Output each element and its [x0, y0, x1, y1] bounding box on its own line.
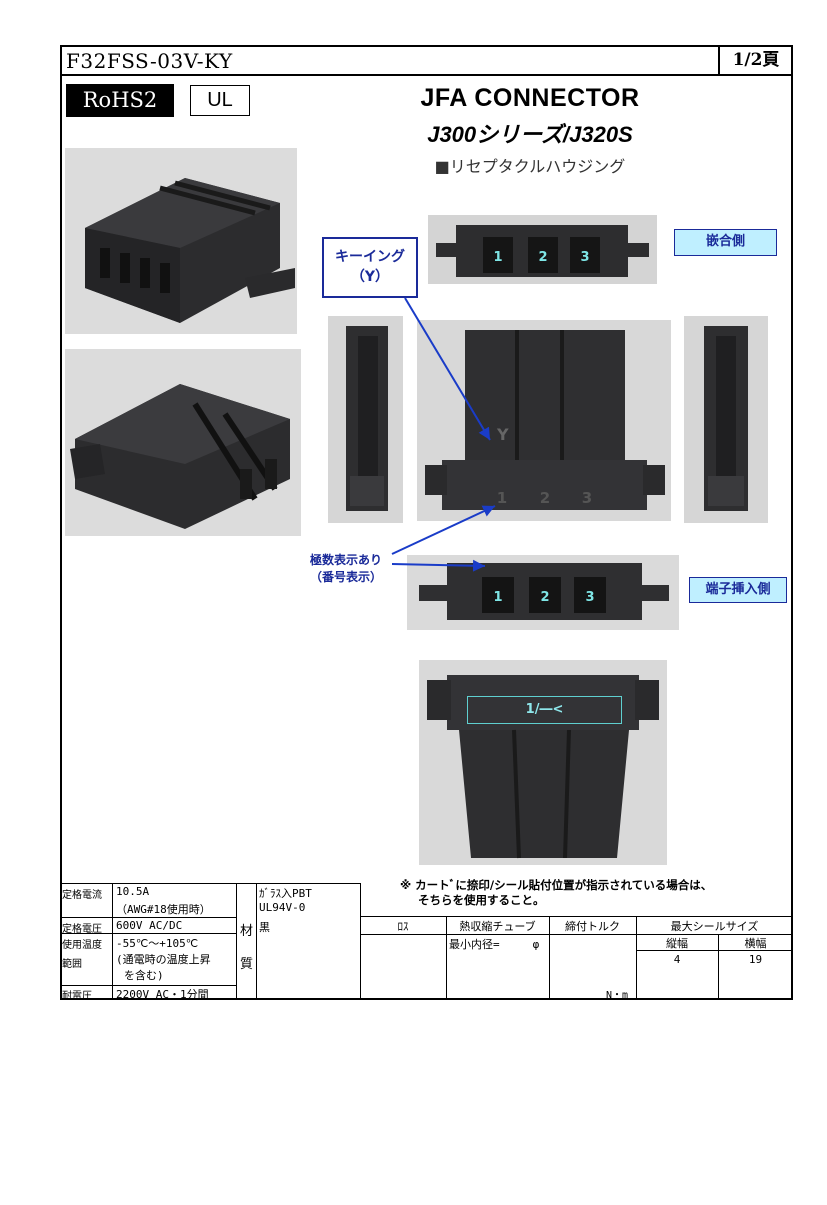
- seal-width-value: 19: [748, 953, 763, 966]
- mating-side-label: 嵌合側: [674, 229, 777, 256]
- seal-height-header: 縦幅: [666, 937, 688, 950]
- document-frame: [60, 45, 793, 1000]
- spec-table: 定格電流 10.5A （AWG#18使用時） 定格電圧 600V AC/DC 使…: [60, 883, 361, 1002]
- front-pin-3: 3: [582, 489, 592, 507]
- term-pin-2: 2: [540, 590, 549, 605]
- material-value-2: UL94V-0: [259, 901, 306, 914]
- rated-current-label: 定格電流: [62, 890, 102, 901]
- rated-current-value: 10.5A: [116, 885, 150, 898]
- rated-current-sub: （AWG#18使用時）: [116, 903, 211, 916]
- pole-display-label: 極数表示あり: [309, 553, 382, 567]
- torque-header: 締付トルク: [565, 920, 620, 933]
- tube-value: 最小内径= φ: [449, 938, 540, 951]
- svg-text:Y: Y: [496, 425, 509, 444]
- rated-voltage-value: 600V AC/DC: [116, 919, 183, 932]
- withstand-label: 耐電圧: [62, 991, 92, 1002]
- terminal-side-label: 端子挿入側: [689, 577, 787, 603]
- connector-photo-iso-bottom: [65, 349, 301, 536]
- connector-photo-side-right: [684, 316, 768, 523]
- product-type: ■リセプタクルハウジング: [434, 157, 626, 176]
- connector-photo-front: Y 1 2 3: [417, 320, 671, 521]
- keying-sub: （Y）: [350, 269, 390, 285]
- temp-label-1: 使用温度: [62, 940, 102, 951]
- loss-header: ﾛｽ: [397, 920, 409, 933]
- connector-photo-mating-side: 1 2 3: [428, 215, 657, 284]
- seal-width-header: 横幅: [744, 937, 767, 950]
- front-pin-1: 1: [497, 489, 507, 507]
- pin-label-2: 2: [538, 250, 547, 265]
- note-line-2: そちらを使用すること。: [418, 893, 545, 907]
- material-label-2: 質: [240, 957, 254, 972]
- front-pin-2: 2: [540, 489, 550, 507]
- part-number: F32FSS-03V-KY: [62, 46, 718, 76]
- rated-voltage-label: 定格電圧: [62, 924, 102, 935]
- connector-photo-side-left: [328, 316, 403, 523]
- pin-label-1: 1: [493, 250, 502, 265]
- keying-callout: キーイング （Y）: [322, 237, 418, 298]
- keying-label: キーイング: [335, 249, 405, 265]
- bottom-mark-box: 1/―<: [467, 696, 622, 724]
- term-pin-3: 3: [585, 590, 594, 605]
- material-value-1: ｶﾞﾗｽ入PBT: [259, 887, 312, 900]
- temp-value-1: -55℃～+105℃: [116, 937, 199, 950]
- material-value-3: 黒: [259, 921, 270, 934]
- connector-photo-bottom: [419, 660, 667, 865]
- connector-photo-terminal-side: 1 2 3: [407, 555, 679, 630]
- tube-header: 熱収縮チューブ: [459, 920, 536, 933]
- rohs-badge: RoHS2: [66, 84, 174, 117]
- connector-photo-iso-top: [65, 148, 297, 334]
- temp-value-2: (通電時の温度上昇: [116, 953, 211, 966]
- product-title: JFA CONNECTOR: [420, 84, 640, 112]
- material-label-1: 材: [240, 924, 254, 939]
- term-pin-1: 1: [493, 590, 502, 605]
- note-text: ※ カートﾞに捺印/シール貼付位置が指示されている場合は、 そちらを使用すること…: [400, 878, 780, 908]
- torque-unit: N・m: [606, 990, 629, 1001]
- page-number: 1/2頁: [718, 46, 792, 76]
- lower-table: ﾛｽ 熱収縮チューブ 締付トルク 最大シールサイズ 縦幅 横幅 最小内径= φ …: [360, 916, 793, 1001]
- pole-display-sub: （番号表示）: [309, 570, 382, 584]
- seal-header: 最大シールサイズ: [670, 920, 759, 933]
- pin-label-3: 3: [580, 250, 589, 265]
- withstand-value: 2200V AC・1分間: [116, 988, 209, 1001]
- temp-label-2: 範囲: [62, 959, 82, 970]
- ul-badge: UL: [190, 85, 250, 116]
- seal-height-value: 4: [673, 953, 681, 966]
- temp-value-3: を含む): [124, 969, 164, 982]
- note-line-1: ※ カートﾞに捺印/シール貼付位置が指示されている場合は、: [400, 878, 713, 892]
- product-series: J300シリーズ/J320S: [427, 122, 633, 147]
